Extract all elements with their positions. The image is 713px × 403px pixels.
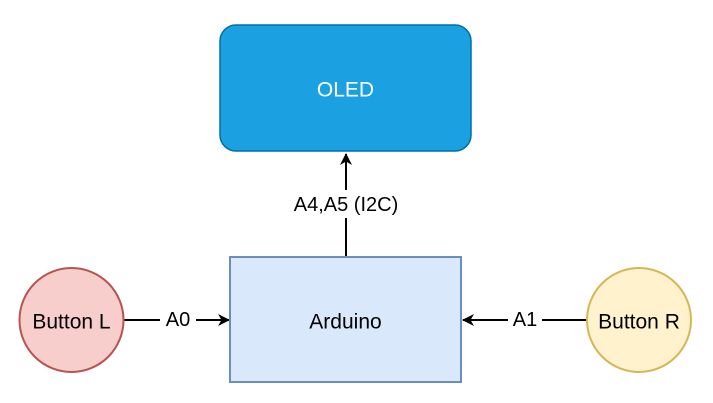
node-arduino: Arduino [229,256,462,383]
edge-button-l-to-arduino: A0 [124,308,230,332]
node-button-r: Button R [586,267,692,373]
edge-label-i2c: A4,A5 (I2C) [294,194,398,216]
button-r-circle [586,267,692,373]
edge-button-r-to-arduino: A1 [462,308,587,332]
oled-label: OLED [317,79,374,102]
oled-box [219,24,472,152]
arduino-box [229,256,462,383]
edge-label-a0: A0 [166,309,190,331]
edge-label-background [508,308,542,332]
arduino-label: Arduino [309,311,381,334]
node-oled: OLED [219,24,472,152]
edge-label-a1: A1 [513,309,537,331]
button-l-circle [18,267,125,373]
edge-label-background [276,190,416,218]
button-r-label: Button R [598,311,680,334]
button-l-label: Button L [32,311,110,334]
edge-arduino-to-oled: A4,A5 (I2C) [276,153,416,256]
node-button-l: Button L [18,267,125,373]
edge-label-background [160,308,196,332]
